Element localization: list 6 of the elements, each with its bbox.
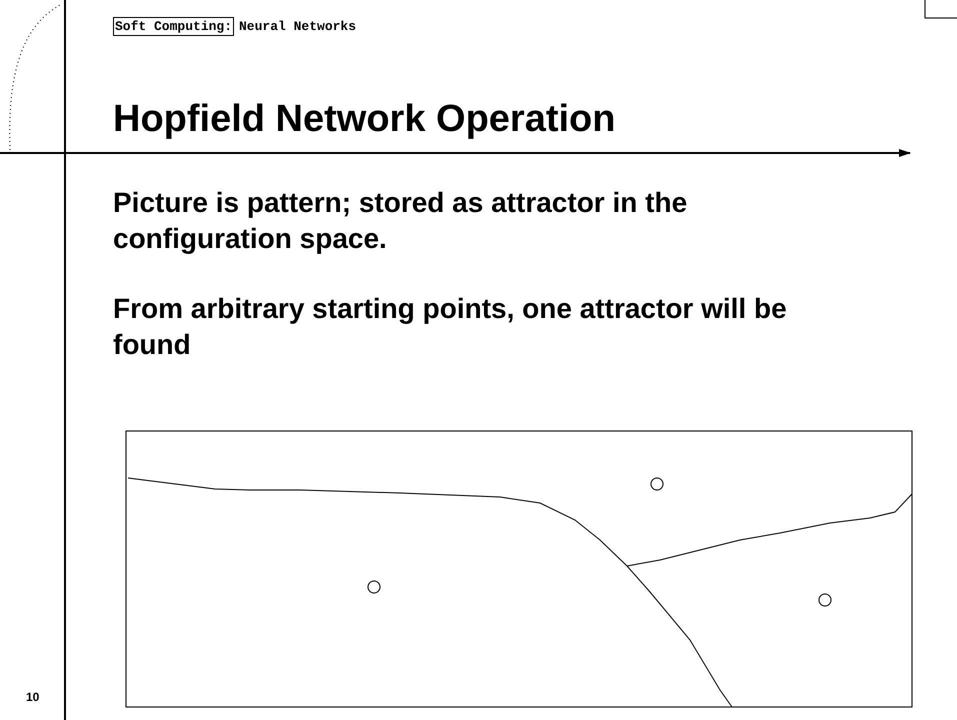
page-number: 10 xyxy=(26,690,40,704)
bullet-text: Picture is pattern; stored as attractor in the configuration space. xyxy=(113,186,688,256)
slide-title: Hopfield Network Operation xyxy=(113,98,616,141)
header-box: Soft Computing: xyxy=(113,17,234,36)
bullet-text: From arbitrary starting points, one attractor will be found xyxy=(113,292,788,362)
header-text: Neural Networks xyxy=(239,19,356,34)
